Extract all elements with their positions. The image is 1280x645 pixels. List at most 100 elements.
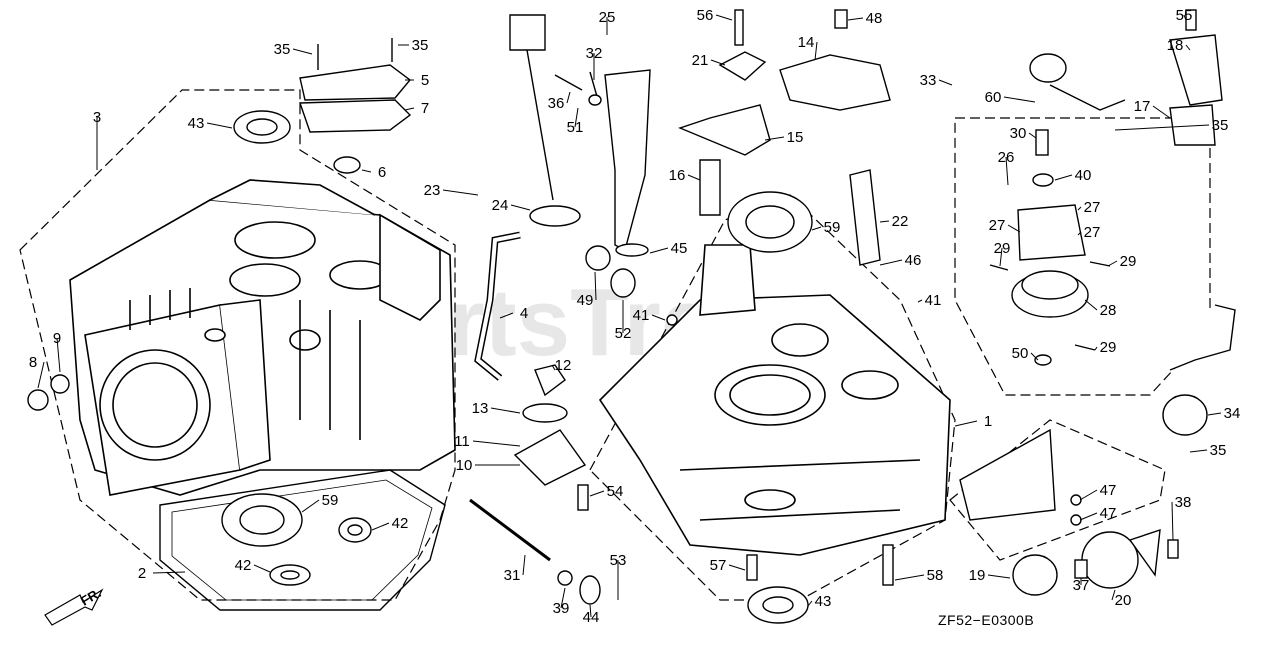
callout-44: 44	[583, 609, 600, 626]
callout-12: 12	[555, 357, 572, 374]
leader-44	[589, 604, 592, 618]
governor-parts	[469, 245, 678, 605]
callout-39: 39	[553, 600, 570, 617]
leader-48	[847, 17, 864, 21]
leader-15	[764, 136, 785, 141]
leader-42	[253, 564, 271, 573]
leader-47	[1079, 512, 1098, 521]
oil-level-switch	[1029, 9, 1223, 146]
dipstick-assembly	[509, 14, 651, 257]
leader-24	[510, 204, 531, 211]
breather-tube-inner	[475, 233, 521, 380]
leader-46	[879, 259, 903, 266]
callout-33: 33	[920, 72, 937, 89]
callout-47: 47	[1100, 482, 1117, 499]
leader-9	[56, 337, 61, 373]
leader-41	[917, 299, 923, 303]
callout-27: 27	[1084, 224, 1101, 241]
leader-26	[1005, 156, 1009, 186]
callout-27: 27	[1084, 199, 1101, 216]
leader-54	[589, 490, 605, 497]
callout-labels: 1234567891011121314151617181920212223242…	[29, 7, 1241, 626]
callout-3: 3	[93, 109, 101, 126]
gasket-inner-edge	[171, 479, 433, 601]
leader-33	[938, 79, 953, 86]
callout-15: 15	[787, 129, 804, 146]
leader-35	[1114, 124, 1210, 131]
callout-52: 52	[615, 325, 632, 342]
callout-41: 41	[633, 307, 650, 324]
callout-41: 41	[925, 292, 942, 309]
callout-19: 19	[969, 567, 986, 584]
callout-59: 59	[322, 492, 339, 509]
leader-19	[987, 574, 1011, 579]
oil-filter-parts	[959, 304, 1236, 596]
callout-2: 2	[138, 565, 146, 582]
upper-plates	[678, 9, 891, 266]
leader-59	[301, 499, 320, 513]
crankcase	[598, 244, 951, 556]
leader-35	[1189, 449, 1208, 453]
callout-59: 59	[824, 219, 841, 236]
callout-18: 18	[1167, 37, 1184, 54]
callout-51: 51	[567, 119, 584, 136]
callout-6: 6	[378, 164, 386, 181]
callout-11: 11	[454, 433, 470, 450]
leader-8	[37, 361, 45, 389]
callout-7: 7	[421, 100, 429, 117]
leader-30	[1028, 132, 1037, 139]
leader-22	[879, 220, 890, 223]
cylinder-block	[69, 179, 456, 496]
leader-55	[1183, 14, 1187, 21]
leader-lines	[37, 14, 1222, 618]
leader-51	[574, 107, 579, 128]
leader-1	[954, 420, 978, 427]
callout-21: 21	[692, 52, 709, 69]
callout-20: 20	[1115, 592, 1132, 609]
callout-31: 31	[504, 567, 521, 584]
leader-43	[807, 600, 813, 607]
callout-14: 14	[798, 34, 815, 51]
leader-45	[649, 247, 669, 254]
leader-50	[1030, 352, 1039, 361]
callout-35: 35	[274, 41, 291, 58]
front-direction-arrow: FR.	[44, 585, 104, 626]
callout-8: 8	[29, 354, 37, 371]
leader-12	[551, 364, 556, 371]
callout-22: 22	[892, 213, 909, 230]
callout-1: 1	[984, 413, 992, 430]
leader-23	[442, 189, 479, 196]
crank-bearing	[727, 191, 813, 253]
leader-58	[894, 574, 925, 581]
leader-42	[371, 522, 390, 531]
leader-31	[522, 554, 526, 576]
callout-36: 36	[548, 95, 565, 112]
leader-18	[1185, 44, 1191, 51]
callout-55: 55	[1176, 7, 1193, 24]
callout-16: 16	[669, 167, 686, 184]
callout-34: 34	[1224, 405, 1241, 422]
callout-46: 46	[905, 252, 922, 269]
leader-27	[1077, 206, 1082, 211]
leader-49	[594, 271, 597, 301]
callout-26: 26	[998, 149, 1015, 166]
callout-35: 35	[1212, 117, 1229, 134]
leader-29	[999, 247, 1003, 267]
callout-32: 32	[586, 45, 603, 62]
leader-47	[1079, 489, 1098, 501]
callout-10: 10	[456, 457, 473, 474]
callout-24: 24	[492, 197, 509, 214]
callout-4: 4	[520, 305, 528, 322]
callout-43: 43	[815, 593, 832, 610]
callout-5: 5	[421, 72, 429, 89]
callout-53: 53	[610, 552, 627, 569]
leader-28	[1084, 299, 1098, 311]
callout-30: 30	[1010, 125, 1027, 142]
callout-37: 37	[1073, 577, 1090, 594]
leader-27	[1077, 231, 1082, 236]
left-bearings	[27, 110, 372, 586]
callout-49: 49	[577, 292, 594, 309]
leader-13	[490, 407, 521, 414]
